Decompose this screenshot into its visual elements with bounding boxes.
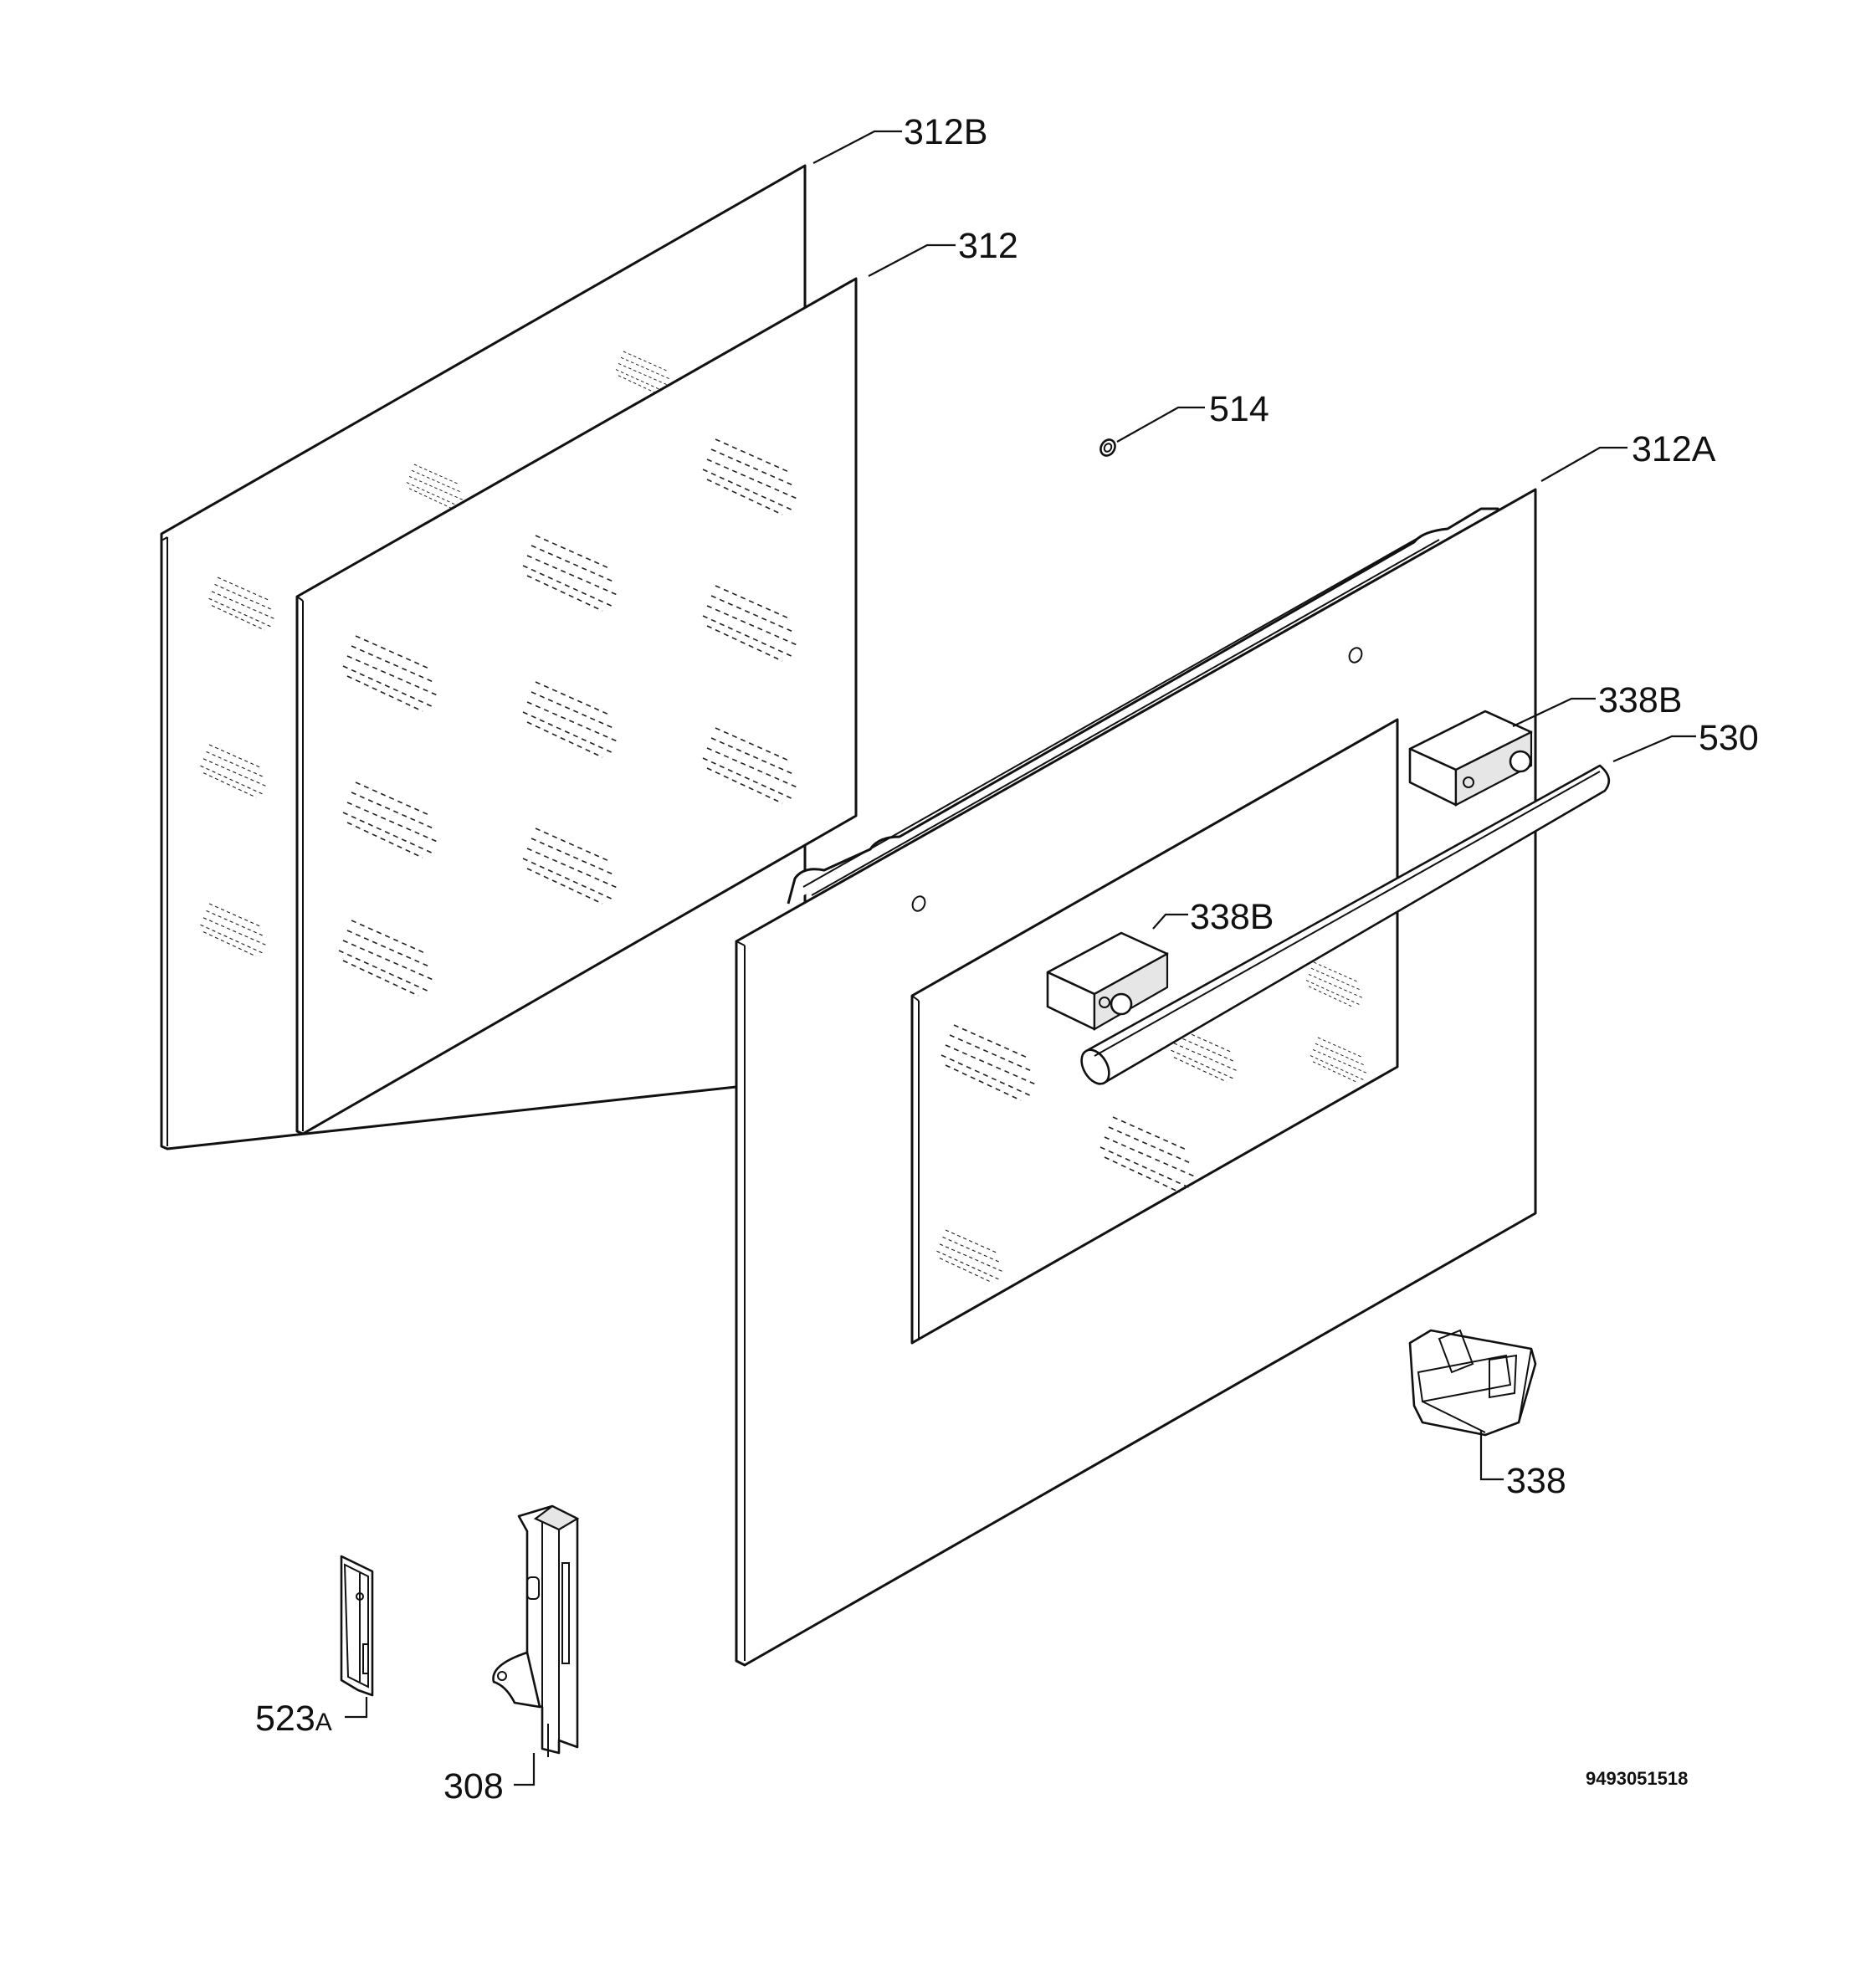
- label-514: 514: [1209, 389, 1269, 429]
- label-308: 308: [443, 1766, 504, 1806]
- leader-lines: [345, 130, 1696, 1786]
- label-312: 312: [958, 226, 1018, 266]
- handle-bracket-338b-mid: [1046, 931, 1169, 1031]
- part-523a-bracket: [340, 1555, 374, 1697]
- handle-bracket-338b-top: [1408, 710, 1533, 807]
- label-338: 338: [1506, 1461, 1566, 1501]
- label-523a-number: 523: [255, 1699, 315, 1739]
- handle-bar-530: [1080, 764, 1611, 1085]
- hinge-cover-338: [1408, 1329, 1537, 1437]
- label-523a: 523A: [255, 1699, 332, 1739]
- document-number: 9493051518: [1586, 1768, 1688, 1789]
- label-312b: 312B: [904, 112, 987, 152]
- label-338b-mid: 338B: [1190, 897, 1274, 937]
- glass-panel-312: [295, 277, 858, 1135]
- part-514-washer: [1099, 438, 1116, 457]
- hinge-308: [492, 1504, 580, 1757]
- label-530: 530: [1699, 718, 1759, 758]
- label-523a-suffix: A: [315, 1709, 332, 1736]
- label-338b-top: 338B: [1598, 680, 1682, 720]
- label-312a: 312A: [1632, 429, 1716, 469]
